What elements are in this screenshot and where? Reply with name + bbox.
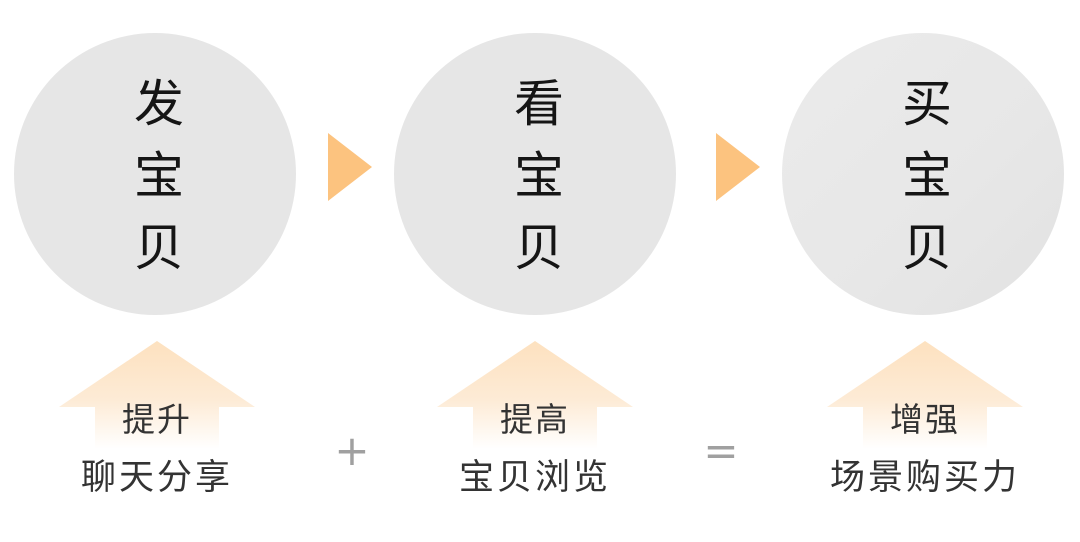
- equals-operator: =: [703, 426, 739, 475]
- benefit-object: 宝贝浏览: [458, 458, 611, 498]
- stage-circle-post: 发宝贝: [14, 33, 296, 315]
- flow-arrow-right-icon: [328, 133, 372, 201]
- stage-circle-buy: 买宝贝: [782, 33, 1064, 315]
- benefit-verb: 提高: [500, 400, 570, 439]
- plus-operator: +: [334, 426, 370, 475]
- up-arrow-icon: [827, 341, 1023, 449]
- stage-label: 发宝贝: [126, 77, 184, 293]
- stage-label: 看宝贝: [506, 77, 564, 293]
- stage-label: 买宝贝: [894, 77, 952, 293]
- up-arrow-icon: [437, 341, 633, 449]
- benefit-object: 场景购买力: [829, 458, 1020, 498]
- up-arrow-icon: [59, 341, 255, 449]
- stage-circle-view: 看宝贝: [394, 33, 676, 315]
- flow-arrow-right-icon: [716, 133, 760, 201]
- benefit-verb: 增强: [890, 400, 960, 439]
- benefit-verb: 提升: [122, 400, 192, 439]
- benefit-object: 聊天分享: [80, 458, 233, 498]
